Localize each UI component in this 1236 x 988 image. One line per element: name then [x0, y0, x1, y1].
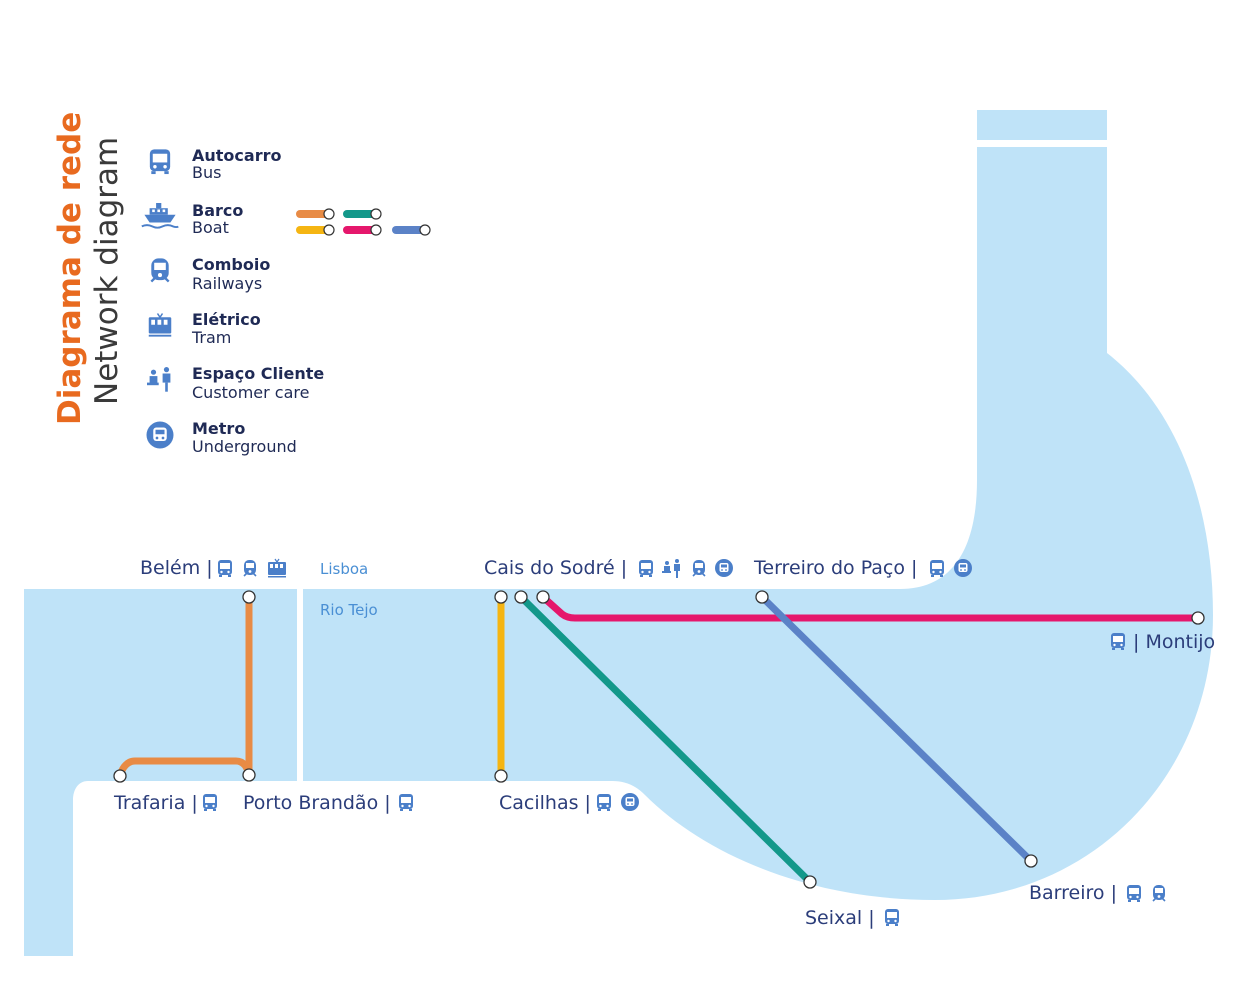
- place-lisboa: Lisboa: [320, 560, 368, 578]
- station-terreiro-do-paco[interactable]: Terreiro do Paço |: [753, 557, 972, 579]
- legend-label-en: Bus: [192, 163, 221, 182]
- train-icon: [150, 257, 170, 283]
- legend-label-en: Tram: [191, 328, 231, 347]
- line-teal: [517, 593, 814, 886]
- station-name: Porto Brandão |: [243, 792, 391, 814]
- line-color-swatches: [296, 208, 431, 236]
- legend-label-en: Customer care: [192, 383, 309, 402]
- metro-icon: [621, 793, 639, 811]
- legend-label-en: Underground: [192, 437, 297, 456]
- legend-label-pt: Espaço Cliente: [192, 364, 324, 383]
- river-water: [24, 110, 1213, 956]
- train-icon: [692, 559, 706, 577]
- bus-icon: [149, 149, 171, 175]
- legend-label-en: Boat: [192, 218, 229, 237]
- bus-icon: [885, 909, 899, 926]
- station-name: Cacilhas |: [499, 792, 591, 814]
- legend-label-pt: Metro: [192, 419, 245, 438]
- legend-item-tram: Elétrico Tram: [148, 310, 261, 347]
- train-icon: [243, 559, 257, 577]
- station-cais-do-sodre[interactable]: Cais do Sodré |: [484, 557, 733, 579]
- bus-icon: [639, 560, 653, 577]
- stop-cacilhas[interactable]: [494, 769, 508, 783]
- metro-icon: [954, 559, 972, 577]
- station-name: Terreiro do Paço |: [753, 557, 917, 579]
- train-icon: [1152, 884, 1166, 902]
- legend-label-pt: Elétrico: [192, 310, 261, 329]
- bus-icon: [597, 794, 611, 811]
- station-name: Cais do Sodré |: [484, 557, 627, 579]
- legend-item-metro: Metro Underground: [146, 419, 297, 456]
- station-seixal[interactable]: Seixal |: [805, 907, 899, 929]
- legend-item-customer-care: Espaço Cliente Customer care: [147, 364, 324, 402]
- legend-label-pt: Barco: [192, 201, 243, 220]
- boat-icon: [140, 202, 180, 229]
- legend-label-pt: Autocarro: [192, 146, 281, 165]
- bus-icon: [930, 560, 944, 577]
- bus-icon: [1127, 885, 1141, 902]
- stop-trafaria[interactable]: [113, 769, 127, 783]
- station-belem[interactable]: Belém |: [140, 557, 287, 579]
- bus-icon: [203, 794, 217, 811]
- station-name: Barreiro |: [1029, 882, 1117, 904]
- station-name: Trafaria |: [113, 792, 198, 814]
- stop-porto-brandao[interactable]: [242, 768, 256, 782]
- line-magenta: [539, 593, 1202, 622]
- station-barreiro[interactable]: Barreiro |: [1029, 882, 1166, 904]
- stop-barreiro[interactable]: [1024, 854, 1038, 868]
- legend-label-en: Railways: [192, 274, 262, 293]
- stop-belem[interactable]: [242, 590, 256, 604]
- line-orange: [116, 593, 253, 779]
- tram-icon: [148, 312, 172, 338]
- ferry-lines: [116, 593, 1202, 886]
- station-name: | Montijo: [1133, 631, 1215, 653]
- station-trafaria[interactable]: Trafaria |: [113, 792, 217, 814]
- stop-montijo[interactable]: [1191, 611, 1205, 625]
- stop-cais-do-sodre-3[interactable]: [536, 590, 550, 604]
- station-name: Seixal |: [805, 907, 875, 929]
- metro-icon: [146, 421, 174, 449]
- stop-seixal[interactable]: [803, 875, 817, 889]
- title-pt: Diagrama de rede: [52, 112, 88, 425]
- station-cacilhas[interactable]: Cacilhas |: [499, 792, 639, 814]
- bus-icon: [218, 560, 232, 577]
- stop-cais-do-sodre-2[interactable]: [514, 590, 528, 604]
- stop-terreiro-do-paco[interactable]: [755, 590, 769, 604]
- legend-item-train: Comboio Railways: [150, 255, 270, 293]
- stops: [113, 590, 1205, 889]
- legend-item-boat: Barco Boat: [140, 201, 243, 237]
- place-rio-tejo: Rio Tejo: [320, 601, 378, 619]
- title-en: Network diagram: [89, 137, 125, 405]
- legend: Autocarro Bus Barco Boat Comboio Railway…: [140, 146, 431, 456]
- legend-label-pt: Comboio: [192, 255, 270, 274]
- metro-icon: [715, 559, 733, 577]
- customer-care-icon: [147, 367, 171, 392]
- bus-icon: [399, 794, 413, 811]
- line-blue: [758, 593, 1035, 865]
- customer-care-icon: [662, 559, 680, 578]
- station-porto-brandao[interactable]: Porto Brandão |: [243, 792, 413, 814]
- river-divider: [297, 589, 303, 782]
- station-montijo[interactable]: | Montijo: [1111, 631, 1215, 653]
- legend-item-bus: Autocarro Bus: [149, 146, 281, 182]
- tram-icon: [267, 558, 287, 579]
- bus-icon: [1111, 633, 1125, 650]
- stop-cais-do-sodre-1[interactable]: [494, 590, 508, 604]
- station-name: Belém |: [140, 557, 213, 579]
